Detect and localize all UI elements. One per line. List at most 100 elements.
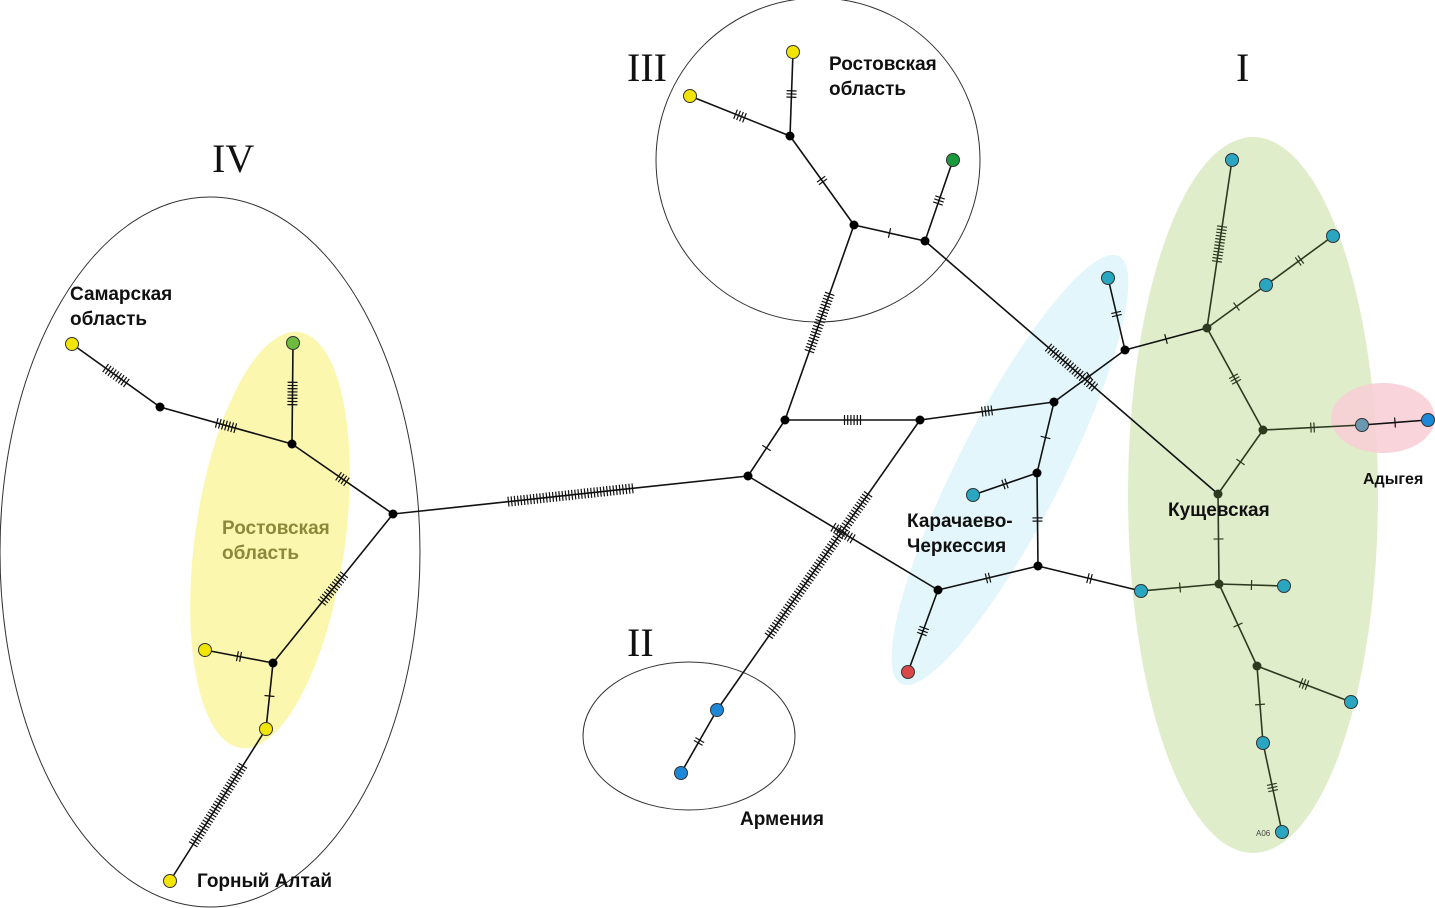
mutation-tick <box>764 632 774 640</box>
mutation-tick <box>807 339 818 345</box>
mutation-tick <box>736 110 741 121</box>
network-edge <box>272 513 394 664</box>
mutation-tick <box>542 492 545 503</box>
mutation-tick <box>1233 622 1243 628</box>
mutation-tick <box>529 494 532 505</box>
mutation-tick <box>834 532 844 540</box>
median-vector-node <box>743 471 753 481</box>
numeral-iii: III <box>627 45 667 90</box>
mutation-tick <box>848 511 858 519</box>
mutation-tick <box>323 591 333 599</box>
mutation-tick <box>781 608 790 616</box>
mutation-tick <box>1233 302 1240 311</box>
mutation-tick <box>1073 368 1082 377</box>
zone-group-iv <box>0 196 421 908</box>
mutation-tick <box>1076 370 1084 379</box>
haplotype-node <box>1101 271 1115 285</box>
median-vector-node <box>1213 489 1223 499</box>
label-haplotype-a06: A06 <box>1256 829 1271 838</box>
mutation-tick <box>1310 422 1312 433</box>
mutation-tick <box>1085 379 1094 388</box>
mutation-tick <box>980 406 984 417</box>
mutation-tick <box>217 418 222 429</box>
network-edge <box>1206 284 1267 329</box>
network-edge <box>1361 417 1429 428</box>
mutation-tick <box>628 483 631 494</box>
numeral-i: I <box>1236 45 1249 90</box>
label-rostov-iii-1: Ростовская <box>829 54 937 75</box>
mutation-tick <box>693 739 703 746</box>
mutation-tick <box>1216 228 1227 232</box>
network-edge <box>907 589 939 673</box>
mutation-tick <box>516 495 520 506</box>
mutation-tick <box>773 619 783 627</box>
mutation-tick <box>784 603 794 611</box>
network-edge <box>392 475 749 515</box>
median-vector-node <box>849 220 859 230</box>
median-vector-node <box>268 658 278 668</box>
mutation-tick <box>120 376 128 386</box>
mutation-tick <box>1214 244 1225 247</box>
mutation-tick <box>204 816 214 824</box>
mutation-tick <box>123 378 130 388</box>
mutation-tick <box>220 419 225 430</box>
mutation-tick <box>1304 680 1310 691</box>
mutation-tick <box>919 625 930 631</box>
network-edge <box>291 443 394 515</box>
mutation-tick <box>618 484 621 495</box>
haplotype-node <box>674 766 688 780</box>
mutation-tick <box>766 629 776 637</box>
mutation-tick <box>513 495 516 506</box>
network-edge <box>786 51 797 137</box>
mutation-tick <box>335 576 345 584</box>
mutation-tick <box>216 797 226 805</box>
mutation-tick <box>792 593 801 600</box>
mutation-tick <box>202 819 212 826</box>
label-rostov-iv-1: Ростовская <box>222 518 330 539</box>
mutation-tick <box>832 535 842 543</box>
mutation-tick <box>561 490 564 501</box>
mutation-tick <box>102 363 109 373</box>
mutation-tick <box>815 318 825 324</box>
mutation-tick <box>1254 703 1266 706</box>
mutation-tick <box>590 487 593 498</box>
mutation-tick <box>854 503 864 511</box>
haplotype-node <box>1355 418 1369 432</box>
mutation-tick <box>934 198 944 203</box>
mutation-tick <box>987 572 992 583</box>
mutation-tick <box>329 583 339 591</box>
mutation-tick <box>224 420 228 431</box>
mutation-tick <box>599 486 602 497</box>
mutation-tick <box>1297 255 1305 264</box>
network-edge <box>1206 159 1233 329</box>
network-edge <box>972 472 1038 496</box>
network-edge <box>680 709 718 774</box>
mutation-tick <box>331 581 341 589</box>
mutation-tick <box>782 606 792 613</box>
mutation-tick <box>583 488 586 499</box>
haplotype-node <box>683 89 697 103</box>
mutation-tick <box>621 484 625 495</box>
network-edge <box>1036 401 1055 474</box>
mutation-tick <box>841 522 851 530</box>
network-edge <box>789 135 855 226</box>
mutation-tick <box>233 770 243 778</box>
mutation-tick <box>558 491 561 502</box>
mutation-tick <box>695 737 705 744</box>
mutation-tick <box>198 824 209 832</box>
median-vector-node <box>920 236 930 246</box>
mutation-tick <box>217 795 227 802</box>
mutation-tick <box>224 784 234 791</box>
network-edge <box>853 224 926 242</box>
mutation-tick <box>933 201 943 206</box>
mutation-tick <box>833 524 840 534</box>
median-vector-node <box>1252 661 1262 671</box>
mutation-tick <box>1059 356 1067 365</box>
mutation-tick <box>340 475 348 485</box>
mutation-tick <box>1054 351 1062 361</box>
mutation-tick <box>805 345 816 351</box>
network-edge <box>1032 472 1043 567</box>
mutation-tick <box>577 489 580 500</box>
haplotype-node <box>966 488 980 502</box>
